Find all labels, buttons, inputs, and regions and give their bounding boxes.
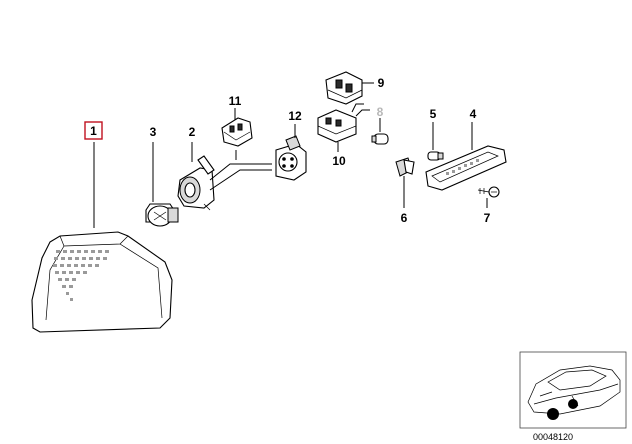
bulb-socket-part[interactable] (177, 155, 215, 211)
callout-7[interactable]: 7 (484, 211, 491, 225)
screw-part[interactable] (477, 186, 500, 198)
clip-part[interactable] (395, 157, 415, 177)
callout-10[interactable]: 10 (332, 154, 346, 168)
callout-3[interactable]: 3 (150, 125, 157, 139)
wire-harness (209, 150, 272, 191)
location-marker-front-icon (547, 408, 559, 420)
diagram-number: 00048120 (533, 432, 573, 442)
callout-5[interactable]: 5 (430, 107, 437, 121)
callout-8[interactable]: 8 (377, 105, 384, 119)
callout-11[interactable]: 11 (229, 94, 242, 108)
bulb-part[interactable] (145, 203, 179, 227)
callout-12[interactable]: 12 (288, 109, 302, 123)
car-location-thumbnail[interactable]: 00048120 (519, 351, 627, 442)
wire-connector-part[interactable] (317, 103, 370, 143)
wedge-bulb-part[interactable] (427, 151, 444, 161)
connector-housing-part[interactable] (221, 117, 253, 147)
callout-6[interactable]: 6 (401, 211, 408, 225)
callout-9[interactable]: 9 (378, 76, 385, 90)
callout-1[interactable]: 1 (90, 124, 97, 138)
callout-2[interactable]: 2 (189, 125, 196, 139)
callout-1-selection-box[interactable] (84, 121, 103, 140)
location-marker-side-icon (568, 399, 578, 409)
round-connector-part[interactable] (275, 135, 307, 181)
turn-signal-lens-part[interactable] (31, 231, 173, 333)
callout-4[interactable]: 4 (470, 107, 477, 121)
plug-part[interactable] (325, 71, 363, 105)
side-marker-lamp-part[interactable] (425, 145, 507, 191)
side-marker-bulb-part[interactable] (371, 133, 389, 145)
